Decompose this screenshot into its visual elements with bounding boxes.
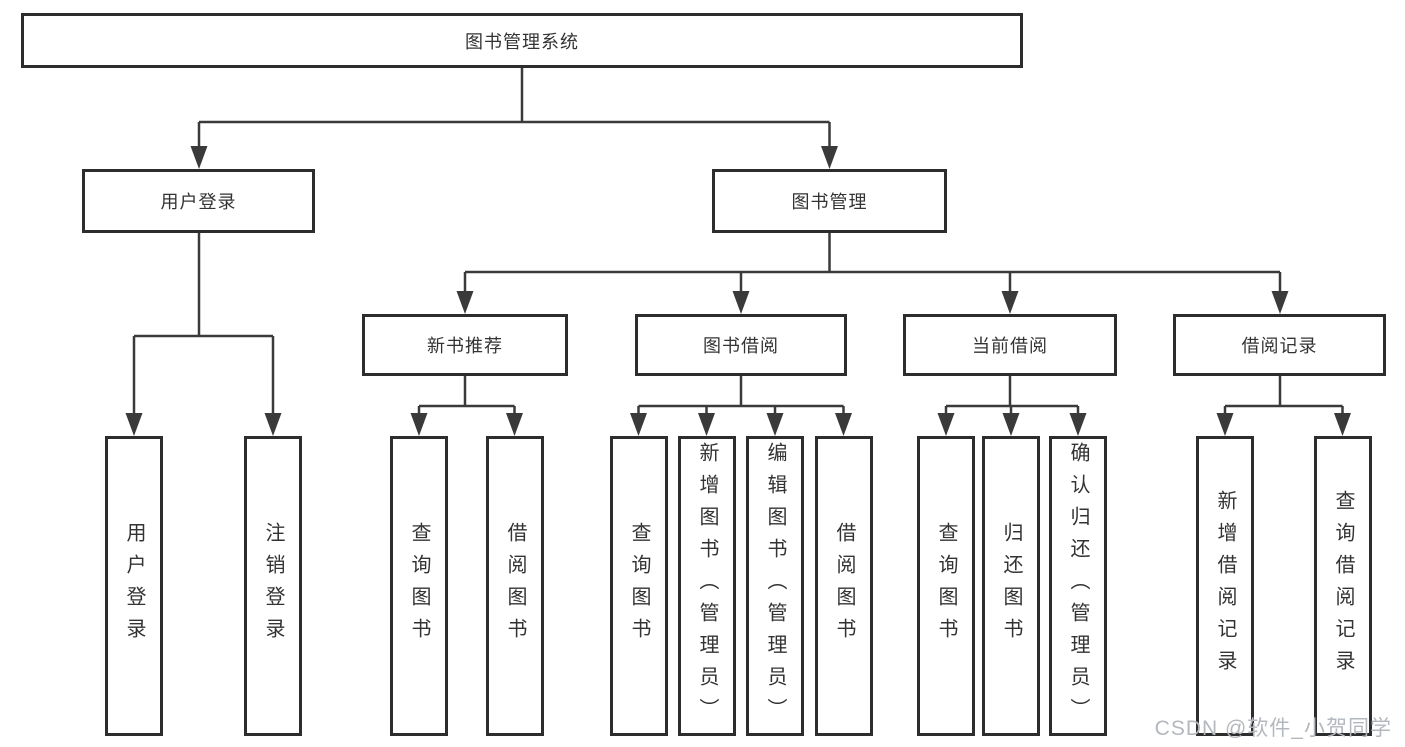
leaf-query-borrow-record: 查询借阅记录: [1314, 436, 1372, 736]
connector-paths: [132, 68, 1344, 416]
node-book-management: 图书管理: [712, 169, 947, 233]
arrowhead-icon: [125, 413, 143, 436]
leaf-borrow-books: 借阅图书: [815, 436, 873, 736]
arrowhead-icon: [766, 413, 784, 436]
node-current-borrow: 当前借阅: [903, 314, 1117, 376]
arrowhead-icon: [698, 413, 715, 436]
leaf-query-books-recommend: 查询图书: [390, 436, 448, 736]
node-new-book-recommend: 新书推荐: [362, 314, 568, 376]
leaf-borrow-books-recommend: 借阅图书: [486, 436, 544, 736]
node-borrow-records: 借阅记录: [1173, 314, 1386, 376]
arrowhead-icon: [1216, 413, 1234, 436]
arrowhead-icon: [1069, 413, 1087, 436]
leaf-add-borrow-record: 新增借阅记录: [1196, 436, 1254, 736]
leaf-confirm-return-admin: 确认归还（管理员）: [1049, 436, 1107, 736]
node-user-login: 用户登录: [82, 169, 315, 233]
arrowhead-icon: [1002, 413, 1020, 436]
arrowhead-icon: [1271, 291, 1289, 314]
arrowhead-icon: [264, 413, 282, 436]
leaf-return-books: 归还图书: [982, 436, 1040, 736]
leaf-query-books-borrow: 查询图书: [610, 436, 668, 736]
arrowhead-icon: [937, 413, 955, 436]
node-library-system: 图书管理系统: [21, 13, 1023, 68]
arrowhead-icon: [821, 146, 838, 169]
leaf-query-books-current: 查询图书: [917, 436, 975, 736]
node-book-borrow: 图书借阅: [635, 314, 847, 376]
leaf-user-login: 用户登录: [105, 436, 163, 736]
arrowhead-icon: [506, 413, 523, 436]
arrowhead-icon: [630, 413, 647, 436]
arrowhead-icon: [732, 291, 750, 314]
arrowhead-icon: [190, 146, 208, 169]
arrowhead-icon: [410, 413, 428, 436]
arrowhead-icon: [835, 413, 852, 436]
leaf-edit-book-admin: 编辑图书（管理员）: [746, 436, 804, 736]
leaf-logout: 注销登录: [244, 436, 302, 736]
arrowhead-icon: [456, 291, 474, 314]
leaf-add-book-admin: 新增图书（管理员）: [678, 436, 736, 736]
arrowhead-icon: [1334, 413, 1351, 436]
arrowheads: [125, 146, 1351, 436]
watermark: CSDN @软件_小贺同学: [1154, 717, 1392, 740]
arrowhead-icon: [1001, 291, 1019, 314]
